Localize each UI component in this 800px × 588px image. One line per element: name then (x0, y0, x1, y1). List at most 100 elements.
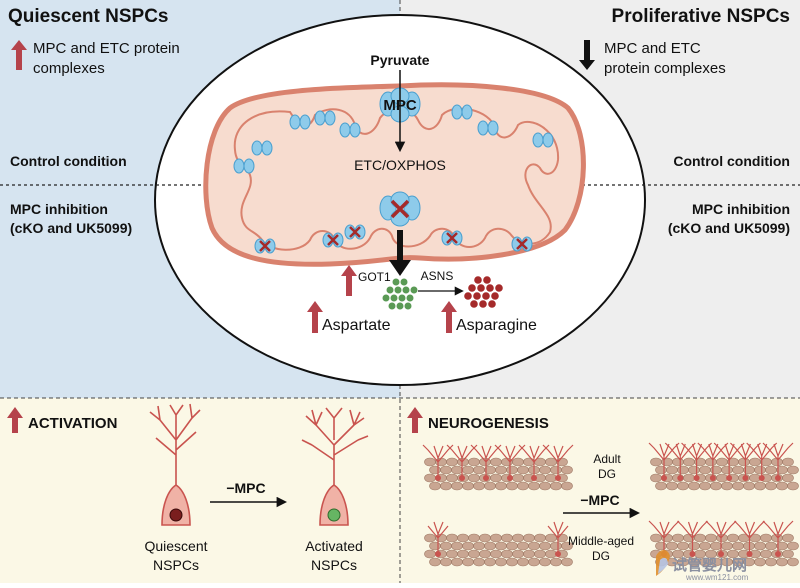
neuron-dendrite (762, 442, 794, 478)
granule-cell (495, 465, 507, 475)
activation-mpc-label: −MPC (226, 480, 265, 496)
granule-cell (512, 533, 524, 543)
granule-cell (672, 457, 684, 467)
neuron-dendrite (542, 444, 574, 478)
watermark-logo (656, 550, 670, 576)
got1-up-arrow-icon (341, 265, 357, 296)
granule-cell (545, 533, 557, 543)
neuron-soma (689, 551, 696, 557)
granule-cell (705, 533, 717, 543)
granule-cell (429, 557, 441, 567)
granule-cell (424, 533, 436, 543)
granule-cell (721, 481, 733, 491)
middle-aged-dg-line2: DG (592, 549, 610, 563)
granule-cell (650, 473, 662, 483)
watermark-url: www.wm121.com (685, 573, 749, 582)
aspartate-dots-icon (382, 278, 418, 310)
activated-nspc-icon (301, 407, 369, 526)
etc-complex (532, 132, 554, 148)
neuron-soma (718, 551, 724, 557)
neuron-soma (483, 475, 489, 481)
granule-cell (710, 481, 722, 491)
granule-cell (721, 465, 733, 475)
granule-cell (550, 557, 562, 567)
quiescent-nspc-icon (149, 403, 201, 526)
quiescent-label-line1: Quiescent (144, 538, 207, 554)
quiescent-label-line2: NSPCs (153, 557, 199, 573)
granule-cell (473, 481, 485, 491)
right-down-arrow-icon (579, 40, 595, 70)
neuron-dendrite (446, 444, 478, 478)
granule-cell (677, 465, 689, 475)
left-up-arrow-icon (11, 40, 27, 70)
dg-tissue-adult-control (422, 444, 574, 491)
left-change-line2: complexes (33, 60, 105, 77)
granule-cell (655, 465, 667, 475)
neuron-dendrite (746, 442, 778, 478)
granule-cell (699, 541, 711, 551)
aspartate-label: Aspartate (322, 317, 391, 334)
granule-cell (490, 533, 502, 543)
asparagine-dots-icon (464, 276, 503, 308)
granule-cell (440, 465, 452, 475)
granule-cell (776, 481, 788, 491)
got1-label: GOT1 (358, 270, 391, 284)
aspartate-up-arrow-icon (307, 301, 323, 333)
granule-cell (539, 541, 551, 551)
granule-cell (754, 481, 766, 491)
neuron-soma (709, 475, 716, 481)
granule-cell (749, 457, 761, 467)
etc-label: ETC/OXPHOS (354, 157, 446, 173)
etc-complex (339, 122, 361, 138)
granule-cell (727, 533, 739, 543)
granule-cell (462, 465, 474, 475)
granule-cell (655, 481, 667, 491)
granule-cell (765, 481, 777, 491)
granule-cell (479, 549, 491, 559)
etc-complex (477, 120, 499, 136)
thick-down-arrow-icon (389, 230, 411, 276)
asparagine-label: Asparagine (456, 317, 537, 334)
neuron-soma (555, 551, 561, 557)
granule-cell (782, 549, 794, 559)
granule-cell (429, 541, 441, 551)
granule-cell (688, 541, 700, 551)
neuron-soma (726, 475, 733, 481)
granule-cell (446, 457, 458, 467)
granule-cell (473, 465, 485, 475)
granule-cell (716, 457, 728, 467)
granule-cell (506, 465, 518, 475)
granule-cell (528, 541, 540, 551)
granule-cell (732, 541, 744, 551)
etc-complex-inhibited (344, 224, 366, 240)
right-inhibition-line1: MPC inhibition (692, 201, 790, 217)
neuron-dendrite (677, 520, 708, 554)
granule-cell (534, 549, 546, 559)
granule-cell (710, 541, 722, 551)
granule-cell (765, 557, 777, 567)
granule-cell (760, 533, 772, 543)
granule-cell (468, 533, 480, 543)
granule-cell (666, 465, 678, 475)
granule-cell (446, 549, 458, 559)
granule-cell (424, 457, 436, 467)
right-change-line1: MPC and ETC (604, 40, 701, 57)
neuron-dendrite (648, 520, 680, 554)
granule-cell (655, 541, 667, 551)
granule-cell (561, 465, 573, 475)
granule-cell (440, 557, 452, 567)
neuron-dendrite (730, 442, 761, 478)
granule-cell (765, 465, 777, 475)
granule-cell (754, 541, 766, 551)
granule-cell (716, 473, 728, 483)
granule-cell (776, 557, 788, 567)
neuron-soma (507, 475, 513, 481)
etc-complex-inhibited (441, 230, 463, 246)
etc-complex (251, 140, 273, 156)
left-control-label: Control condition (10, 153, 127, 169)
mpc-label: MPC (383, 97, 417, 114)
neuron-soma (555, 475, 561, 481)
left-inhibition-line1: MPC inhibition (10, 201, 108, 217)
neuron-dendrite (648, 442, 680, 478)
neuron-soma (435, 551, 441, 557)
